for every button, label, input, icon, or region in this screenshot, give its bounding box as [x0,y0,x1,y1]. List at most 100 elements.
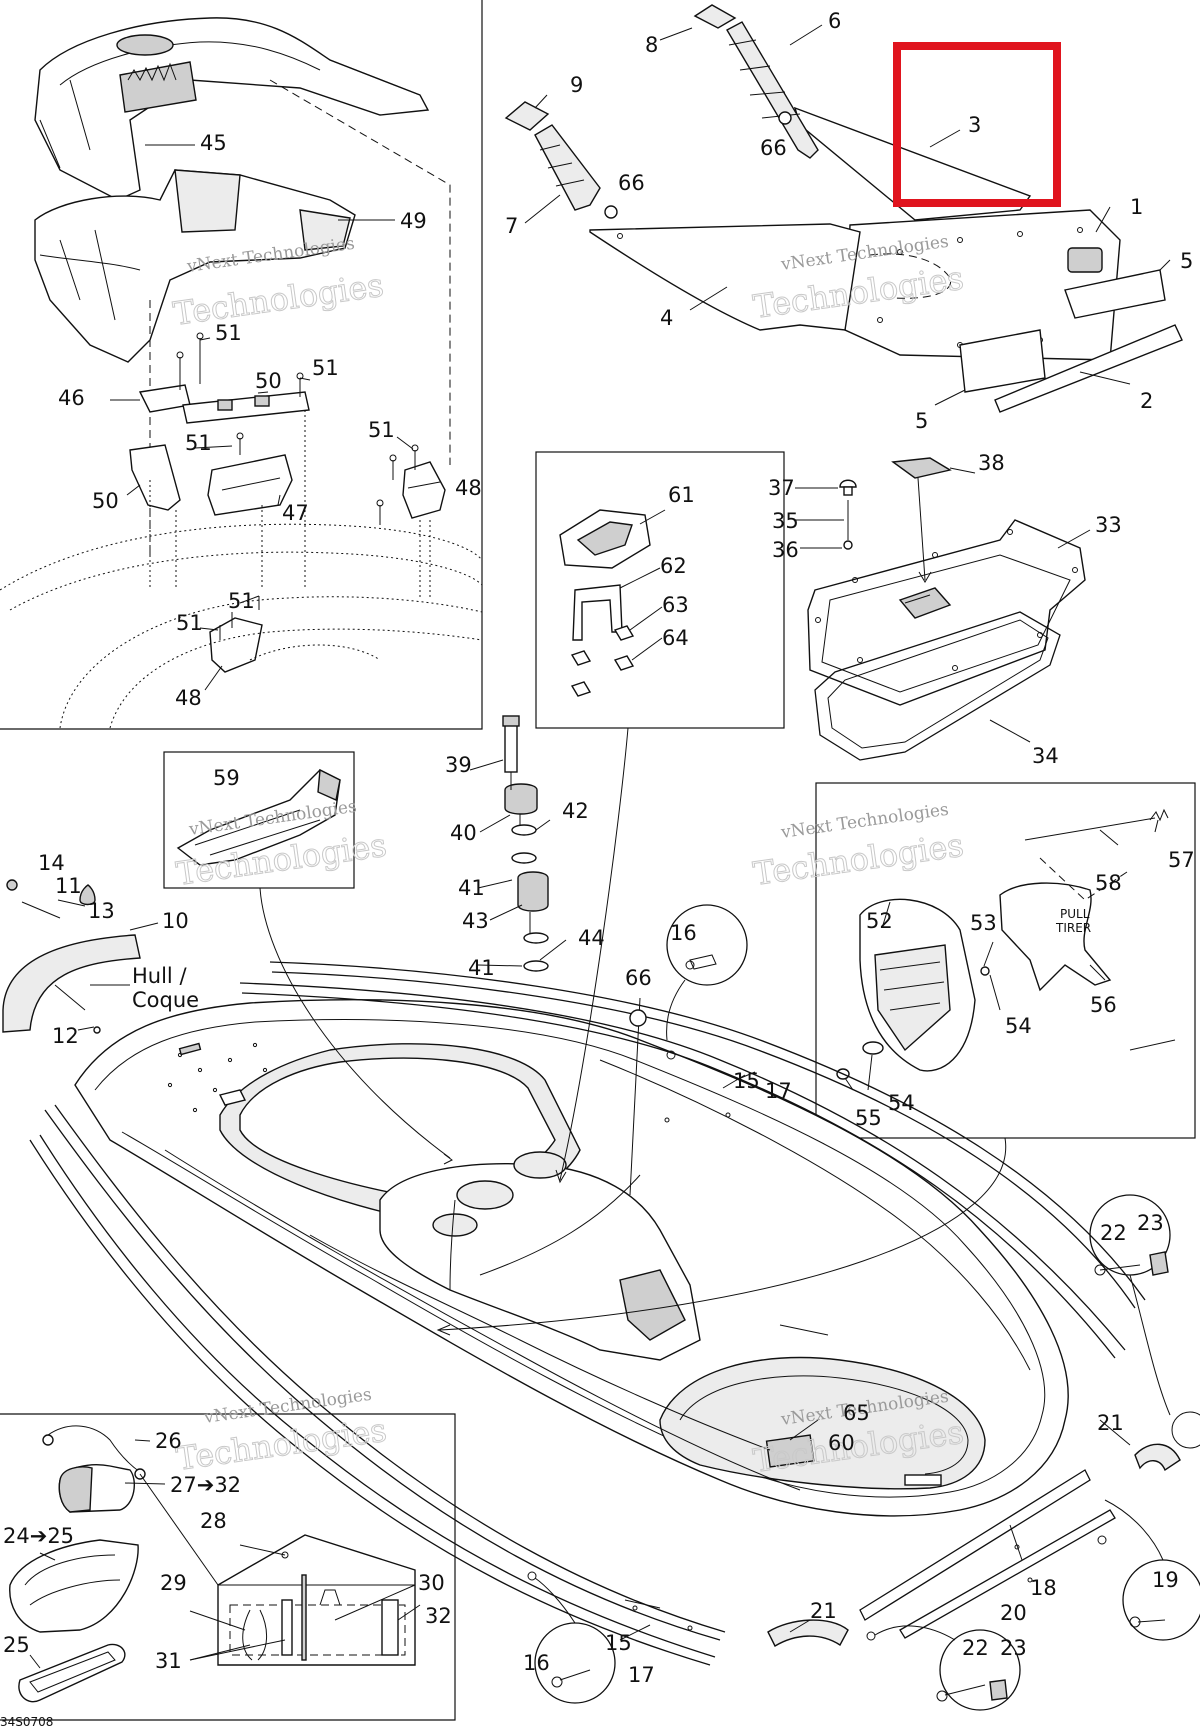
callout-23a: 23 [1137,1211,1164,1235]
callout-leaders [29,24,1176,1669]
callout-17b: 17 [628,1663,655,1687]
callout-12: 12 [52,1024,79,1048]
callout-5a: 5 [1180,249,1193,273]
mount-stack [502,715,549,972]
callout-48a: 48 [455,476,482,500]
seat-assembly [0,17,483,729]
callout-31: 31 [155,1649,182,1673]
detail-circles [527,904,1200,1711]
callout-labels: 1 2 3 4 5 5 6 7 8 9 66 66 45 49 51 51 51… [0,9,1195,1729]
callout-34: 34 [1032,744,1059,768]
callout-10: 10 [162,909,189,933]
hull [74,999,1069,1517]
callout-66b: 66 [618,171,645,195]
storage-tray [176,768,341,866]
callout-50a: 50 [255,369,282,393]
callout-22a: 22 [1100,1221,1127,1245]
callout-25: 25 [3,1633,30,1657]
callout-40: 40 [450,821,477,845]
callout-42: 42 [562,799,589,823]
tool-kit-inset [9,1425,416,1703]
callout-47: 47 [282,501,309,525]
callout-65: 65 [843,1401,870,1425]
callout-1: 1 [1130,195,1143,219]
watermark-text: Technologies [171,266,386,333]
callout-66a: 66 [760,136,787,160]
callout-59: 59 [213,766,240,790]
callout-46: 46 [58,386,85,410]
callout-6: 6 [828,9,841,33]
callout-16b: 16 [523,1651,550,1675]
callout-45: 45 [200,131,227,155]
callout-43: 43 [462,909,489,933]
callout-11: 11 [55,874,82,898]
callout-51a: 51 [215,321,242,345]
callout-4: 4 [660,306,673,330]
callout-50b: 50 [92,489,119,513]
hull-label-2: Coque [132,988,199,1012]
callout-32: 32 [425,1604,452,1628]
callout-9: 9 [570,73,583,97]
callout-22b: 22 [962,1636,989,1660]
callout-27: 27➔32 [170,1473,241,1497]
callout-66c: 66 [625,966,652,990]
callout-21b: 21 [810,1599,837,1623]
hull-side-parts [2,879,141,1034]
callout-54a: 54 [1005,1014,1032,1038]
callout-57: 57 [1168,848,1195,872]
callout-51b: 51 [312,356,339,380]
callout-15a: 15 [733,1069,760,1093]
callout-30: 30 [418,1571,445,1595]
callout-51e: 51 [228,589,255,613]
callout-55: 55 [855,1106,882,1130]
callout-8: 8 [645,33,658,57]
rub-rails [29,961,1146,1666]
callout-20: 20 [1000,1601,1027,1625]
callout-33: 33 [1095,513,1122,537]
callout-2: 2 [1140,389,1153,413]
callout-13: 13 [88,899,115,923]
callout-5b: 5 [915,409,928,433]
callout-51f: 51 [176,611,203,635]
callout-37: 37 [768,476,795,500]
leader-arrows [259,727,1007,1336]
callout-51c: 51 [185,431,212,455]
callout-63: 63 [662,593,689,617]
callout-44: 44 [578,926,605,950]
callout-29: 29 [160,1571,187,1595]
callout-51d: 51 [368,418,395,442]
callout-24: 24➔25 [3,1524,74,1548]
callout-48b: 48 [175,686,202,710]
callout-28: 28 [200,1509,227,1533]
callout-18: 18 [1030,1576,1057,1600]
callout-54b: 54 [888,1091,915,1115]
callout-23b: 23 [1000,1636,1027,1660]
callout-61: 61 [668,483,695,507]
access-cover [807,457,1086,761]
callout-49: 49 [400,209,427,233]
callout-62: 62 [660,554,687,578]
callout-64: 64 [662,626,689,650]
callout-41b: 41 [468,956,495,980]
drawing-code: 34S0708 [0,1715,53,1729]
hull-label-1: Hull / [132,964,187,988]
callout-53: 53 [970,911,997,935]
callout-14: 14 [38,851,65,875]
tether-assembly: PULL TIRER [836,808,1169,1080]
callout-35: 35 [772,509,799,533]
callout-19: 19 [1152,1568,1179,1592]
callout-58: 58 [1095,871,1122,895]
callout-7: 7 [505,214,518,238]
callout-21a: 21 [1097,1411,1124,1435]
callout-3: 3 [968,113,981,137]
callout-56: 56 [1090,993,1117,1017]
mat-set [504,4,1183,413]
callout-17a: 17 [765,1079,792,1103]
pull-tab-text-2: TIRER [1055,921,1091,935]
callout-41a: 41 [458,876,485,900]
callout-36: 36 [772,538,799,562]
handle-kit [559,509,651,697]
callout-16a: 16 [670,921,697,945]
